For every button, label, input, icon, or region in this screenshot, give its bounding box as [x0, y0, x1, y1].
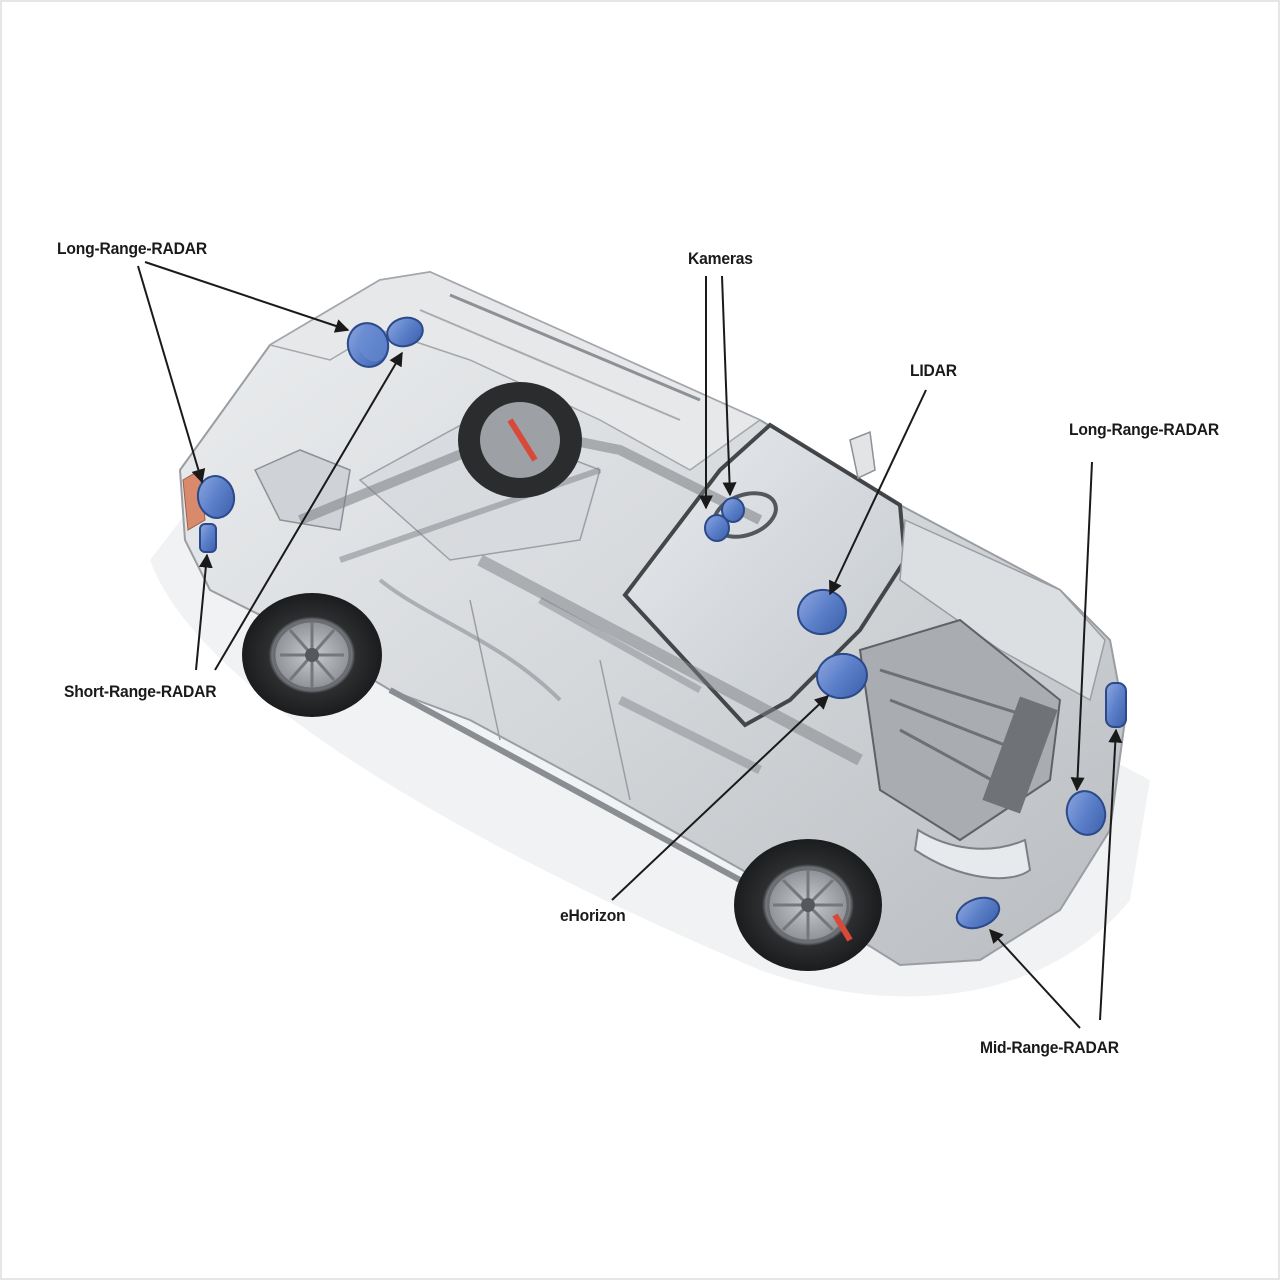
leader-line-ehorizon	[611, 695, 830, 901]
rear-wheel-near	[242, 593, 382, 717]
sensor-puck-icon	[346, 322, 390, 368]
leader-line-lidar	[829, 389, 927, 596]
leader-line-srr-2	[214, 351, 403, 671]
sensor-puck-icon	[196, 475, 236, 519]
sensor-puck-icon	[704, 514, 730, 542]
sensor-puck-icon	[721, 497, 745, 523]
label-kameras: Kameras	[688, 249, 753, 268]
leader-lines	[137, 261, 1123, 1029]
label-long-range-radar-front: Long-Range-RADAR	[1069, 420, 1219, 439]
sensors	[196, 316, 1127, 930]
label-ehorizon: eHorizon	[560, 906, 626, 925]
leader-line-lrr-rear-roof	[144, 261, 350, 333]
leader-line-lrr-rear-lamp	[137, 265, 206, 484]
headlight	[913, 828, 1032, 880]
roof-rail	[419, 309, 681, 421]
sensor-puck-icon	[955, 896, 1001, 930]
leader-line-lrr-front	[1070, 461, 1093, 792]
door-line	[469, 599, 501, 741]
suv-cutaway-illustration	[178, 270, 1127, 971]
sensor-puck-icon	[1105, 682, 1127, 728]
rear-wheel-far	[458, 382, 582, 498]
roof-rail	[449, 293, 701, 402]
leader-line-mrr-2	[1099, 728, 1123, 1021]
door-line	[599, 659, 631, 801]
label-mid-range-radar: Mid-Range-RADAR	[980, 1038, 1119, 1057]
sensor-puck-icon	[816, 652, 868, 700]
engine-block	[858, 618, 1062, 842]
front-wheel-near	[734, 839, 882, 971]
side-mirror	[849, 430, 876, 480]
sensor-puck-icon	[797, 588, 847, 636]
leader-line-srr-1	[195, 553, 213, 671]
label-long-range-radar-rear: Long-Range-RADAR	[57, 239, 207, 258]
leader-line-kamera-2	[721, 275, 737, 497]
sensor-puck-icon	[1065, 790, 1107, 836]
label-short-range-radar: Short-Range-RADAR	[64, 682, 217, 701]
sensor-puck-icon	[199, 523, 217, 553]
label-lidar: LIDAR	[910, 361, 957, 380]
sensor-puck-icon	[386, 316, 424, 348]
side-sill	[388, 687, 742, 883]
hood	[899, 518, 1106, 702]
leader-line-mrr-1	[989, 928, 1081, 1029]
